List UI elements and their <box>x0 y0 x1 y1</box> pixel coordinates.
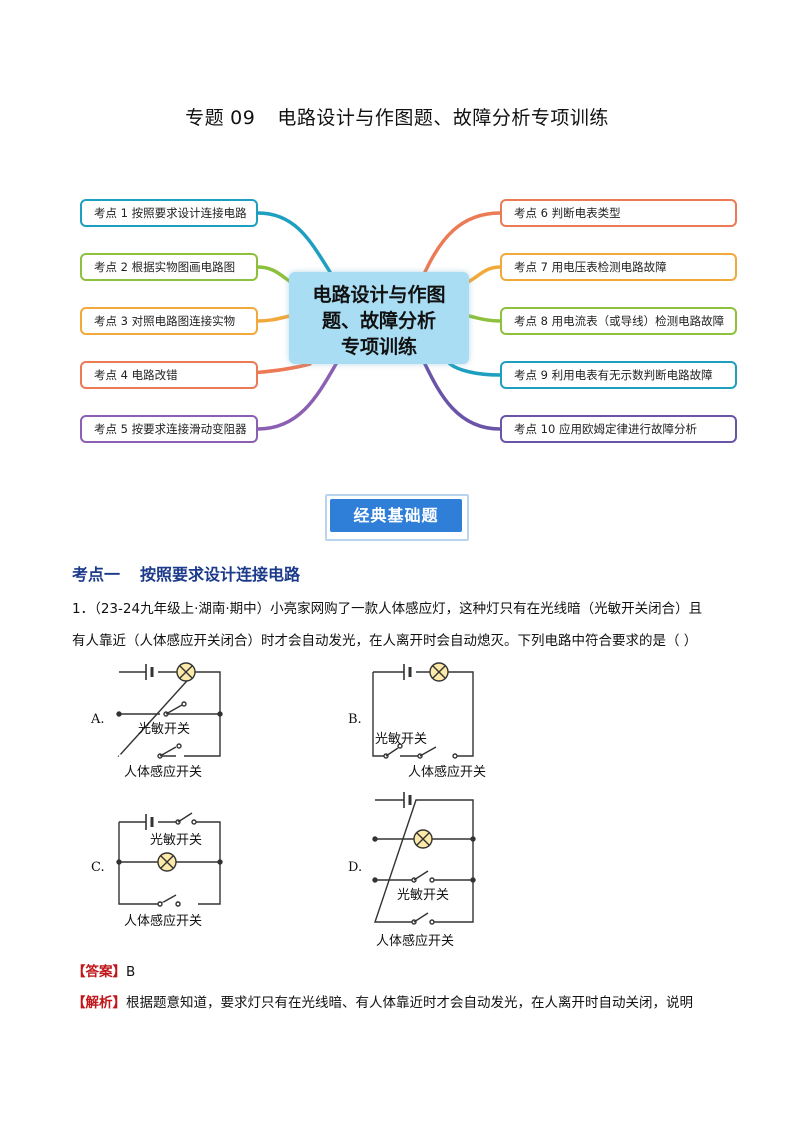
option-b-switch-body: 人体感应开关 <box>408 765 487 780</box>
mindmap-node-9: 考点 9 利用电表有无示数判断电路故障 <box>500 361 737 389</box>
option-a-switch-body: 人体感应开关 <box>124 765 203 780</box>
option-a-switch-light: 光敏开关 <box>138 722 191 737</box>
option-d-switch-body: 人体感应开关 <box>376 934 455 949</box>
connector-right-7 <box>466 265 502 284</box>
title-text: 电路设计与作图题、故障分析专项训练 <box>277 107 609 129</box>
connector-right-10 <box>423 362 502 431</box>
option-c-switch-light: 光敏开关 <box>150 833 203 848</box>
question-line-2: 有人靠近（人体感应开关闭合）时才会自动发光，在人离开时会自动熄灭。下列电路中符合… <box>72 633 698 649</box>
circuit-b <box>372 662 474 759</box>
option-d-switch-light: 光敏开关 <box>397 888 450 903</box>
circuit-c <box>116 812 223 907</box>
section-badge: 经典基础题 <box>325 494 469 541</box>
lamp-icon <box>157 852 177 872</box>
mindmap-node-2: 考点 2 根据实物图画电路图 <box>80 253 258 281</box>
connector-left-3 <box>256 314 292 323</box>
connector-left-1 <box>256 211 332 274</box>
option-b-label: B. <box>348 712 362 727</box>
connector-right-6 <box>423 211 502 274</box>
option-b-switch-light: 光敏开关 <box>375 732 428 747</box>
answer-tag: 【答案】 <box>72 964 126 980</box>
title-prefix: 专题 <box>185 107 225 129</box>
mindmap-node-1: 考点 1 按照要求设计连接电路 <box>80 199 258 227</box>
connector-right-9 <box>448 362 502 377</box>
connector-right-8 <box>467 314 502 323</box>
section-title: 按照要求设计连接电路 <box>140 565 301 584</box>
center-line-3: 专项训练 <box>340 336 417 358</box>
option-a-label: A. <box>91 712 105 727</box>
mindmap-node-10: 考点 10 应用欧姆定律进行故障分析 <box>500 415 737 443</box>
mindmap-node-7: 考点 7 用电压表检测电路故障 <box>500 253 737 281</box>
mindmap-node-4: 考点 4 电路改错 <box>80 361 258 389</box>
connector-left-2 <box>256 265 293 284</box>
lamp-icon <box>176 662 196 682</box>
answer-line: 【答案】B <box>72 960 135 980</box>
analysis-text: 根据题意知道，要求灯只有在光线暗、有人体靠近时才会自动发光，在人离开时自动关闭，… <box>126 995 693 1011</box>
lamp-icon <box>429 662 449 682</box>
mindmap-center: 电路设计与作图 题、故障分析 专项训练 <box>289 272 469 364</box>
section-name: 考点一 <box>72 565 121 584</box>
mindmap-node-3: 考点 3 对照电路图连接实物 <box>80 307 258 335</box>
center-line-2: 题、故障分析 <box>321 310 436 332</box>
analysis-tag: 【解析】 <box>72 995 126 1011</box>
section-heading: 考点一按照要求设计连接电路 <box>72 561 300 585</box>
mindmap-node-6: 考点 6 判断电表类型 <box>500 199 737 227</box>
option-c-switch-body: 人体感应开关 <box>124 914 203 929</box>
connector-left-5 <box>256 362 338 431</box>
question-line-1: 1．（23-24九年级上·湖南·期中）小亮家网购了一款人体感应灯，这种灯只有在光… <box>72 601 703 617</box>
analysis-line: 【解析】根据题意知道，要求灯只有在光线暗、有人体靠近时才会自动发光，在人离开时自… <box>72 991 732 1011</box>
mindmap-node-8: 考点 8 用电流表（或导线）检测电路故障 <box>500 307 737 335</box>
center-line-1: 电路设计与作图 <box>312 284 446 306</box>
answer-value: B <box>126 964 136 980</box>
badge-frame <box>325 494 469 541</box>
title-number: 09 <box>230 107 256 129</box>
circuit-a <box>116 662 223 759</box>
option-d-label: D. <box>348 860 363 875</box>
lamp-icon <box>413 829 433 849</box>
badge-label: 经典基础题 <box>330 499 462 532</box>
option-c-label: C. <box>91 860 105 875</box>
mindmap-node-5: 考点 5 按要求连接滑动变阻器 <box>80 415 258 443</box>
circuit-d <box>372 792 476 925</box>
